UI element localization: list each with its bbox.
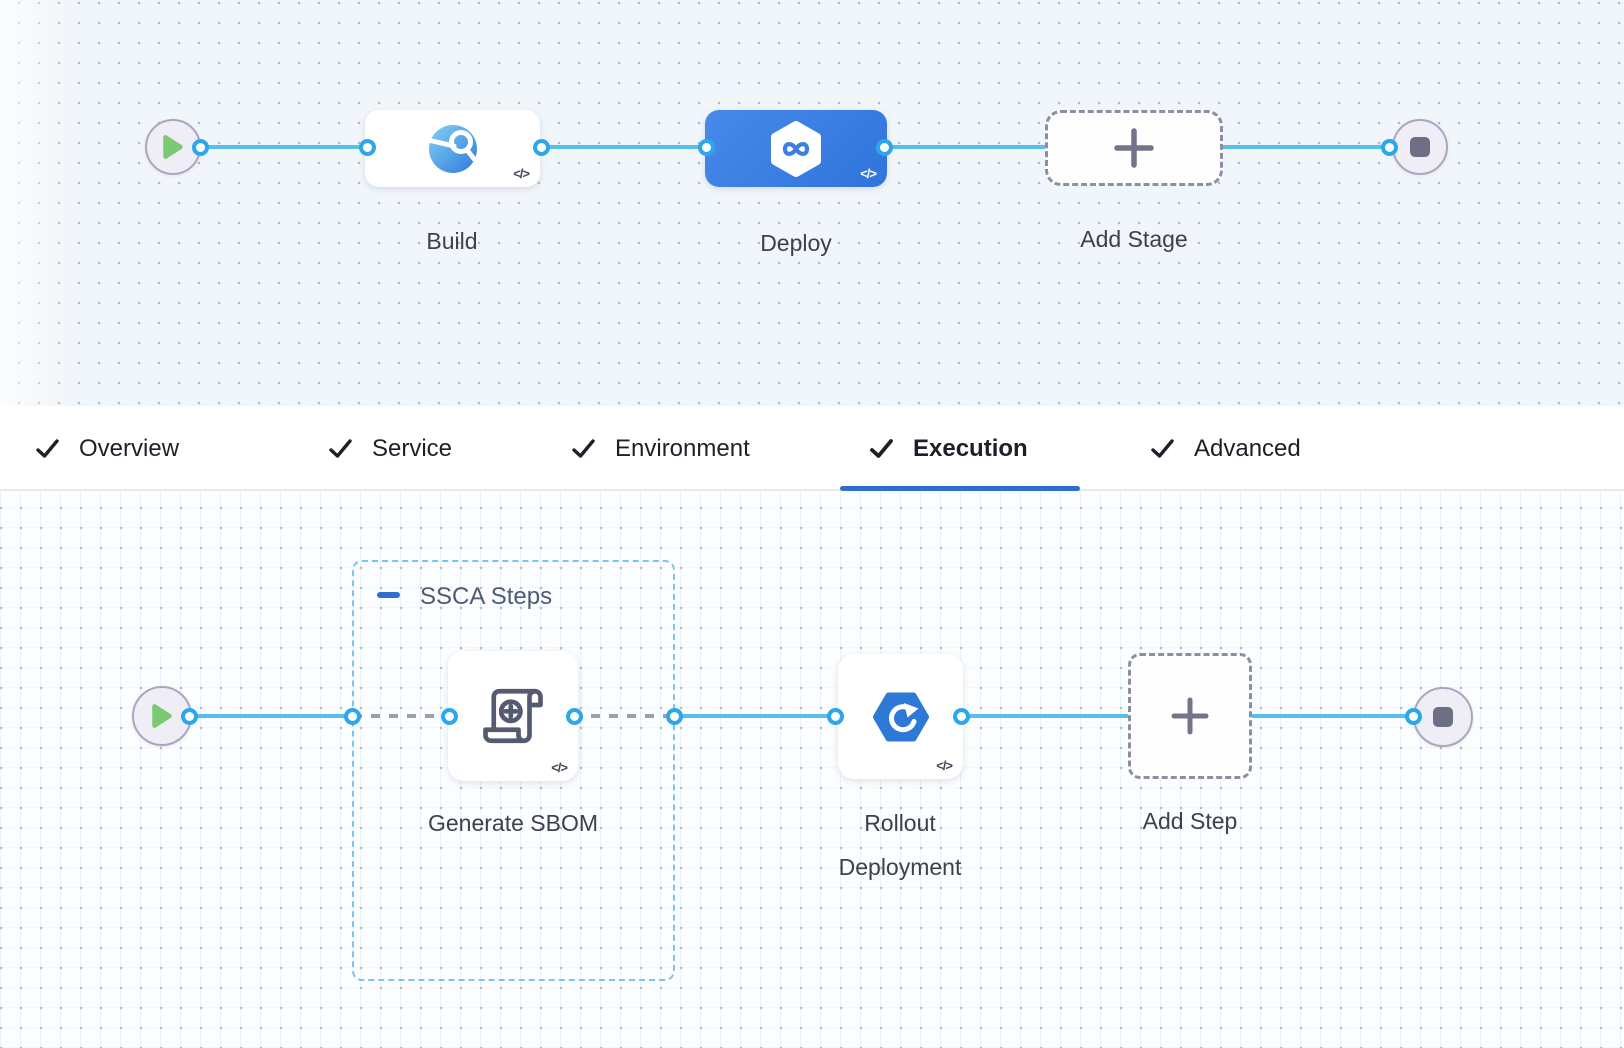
code-view-icon: </> (860, 166, 877, 181)
tab-label: Execution (913, 434, 1028, 462)
tab-environment[interactable]: Environment (570, 406, 750, 491)
check-icon (572, 439, 595, 458)
connector-port[interactable] (1381, 139, 1398, 156)
connector-port[interactable] (827, 708, 844, 725)
cd-deploy-icon (771, 120, 821, 177)
ci-build-icon (426, 124, 477, 173)
tab-label: Service (372, 434, 453, 462)
connector-port[interactable] (181, 708, 198, 725)
play-icon (163, 135, 183, 159)
plus-icon (1114, 128, 1154, 168)
connector-line-dashed (353, 714, 452, 718)
connector-port[interactable] (533, 139, 550, 156)
check-icon (870, 439, 893, 458)
connector-line-dashed (573, 714, 677, 718)
rollout-deployment-icon (872, 692, 929, 741)
stop-icon (1433, 707, 1453, 727)
stage-node-build[interactable]: </> (365, 110, 540, 187)
stage-label-add-stage: Add Stage (1080, 226, 1188, 252)
connector-port[interactable] (344, 708, 361, 725)
connector-port[interactable] (566, 708, 583, 725)
connector-line (195, 145, 370, 149)
add-step-button[interactable] (1128, 653, 1252, 779)
plus-icon (1171, 697, 1209, 735)
code-view-icon: </> (513, 166, 530, 181)
connector-line (673, 714, 840, 718)
stop-icon (1410, 137, 1430, 157)
step-node-rollout-deployment[interactable]: </> (838, 654, 963, 779)
ssca-group-label: SSCA Steps (420, 583, 553, 610)
tab-execution[interactable]: Execution (868, 406, 1028, 491)
step-label-rollout-line1: Rollout (864, 810, 936, 836)
play-icon (152, 704, 172, 728)
stage-node-deploy[interactable]: </> (705, 110, 887, 187)
connector-port[interactable] (953, 708, 970, 725)
tab-advanced[interactable]: Advanced (1149, 406, 1301, 491)
active-tab-underline (840, 486, 1080, 491)
connector-line (540, 145, 710, 149)
connector-port[interactable] (1405, 708, 1422, 725)
stage-pipeline-canvas: </> </> Build Deploy Add Stage (0, 0, 1624, 406)
connector-port[interactable] (698, 139, 715, 156)
step-node-generate-sbom[interactable]: </> (448, 651, 578, 781)
ssca-steps-group (352, 560, 675, 981)
tab-label: Environment (615, 434, 750, 462)
step-label-add-step: Add Step (1142, 808, 1238, 834)
connector-port[interactable] (359, 139, 376, 156)
connector-port[interactable] (876, 139, 893, 156)
connector-port[interactable] (441, 708, 458, 725)
check-icon (1151, 439, 1174, 458)
connector-line (190, 714, 355, 718)
check-icon (36, 439, 59, 458)
step-label-generate-sbom: Generate SBOM (427, 810, 599, 836)
tab-label: Advanced (1194, 434, 1301, 462)
tab-label: Overview (79, 434, 180, 462)
tab-overview[interactable]: Overview (34, 406, 179, 491)
connector-line (886, 145, 1047, 149)
connector-line (1248, 714, 1416, 718)
check-icon (329, 439, 352, 458)
collapse-group-button[interactable] (377, 592, 400, 598)
execution-steps-canvas: SSCA Steps </> (0, 491, 1624, 1048)
connector-line (1222, 145, 1392, 149)
code-view-icon: </> (551, 760, 568, 775)
stage-label-deploy: Deploy (760, 230, 832, 256)
pipeline-start-node (145, 119, 201, 175)
tab-service[interactable]: Service (327, 406, 452, 491)
stage-config-tab-bar: Overview Service Environment Execution A… (0, 406, 1624, 491)
connector-port[interactable] (666, 708, 683, 725)
pipeline-end-node (1392, 119, 1448, 175)
code-view-icon: </> (936, 758, 953, 773)
execution-end-node (1413, 687, 1473, 747)
step-label-rollout-line2: Deployment (838, 854, 962, 880)
stage-label-build: Build (426, 228, 478, 254)
add-stage-button[interactable] (1045, 110, 1223, 186)
sbom-scroll-icon (483, 688, 543, 744)
connector-port[interactable] (192, 139, 209, 156)
connector-line (960, 714, 1132, 718)
